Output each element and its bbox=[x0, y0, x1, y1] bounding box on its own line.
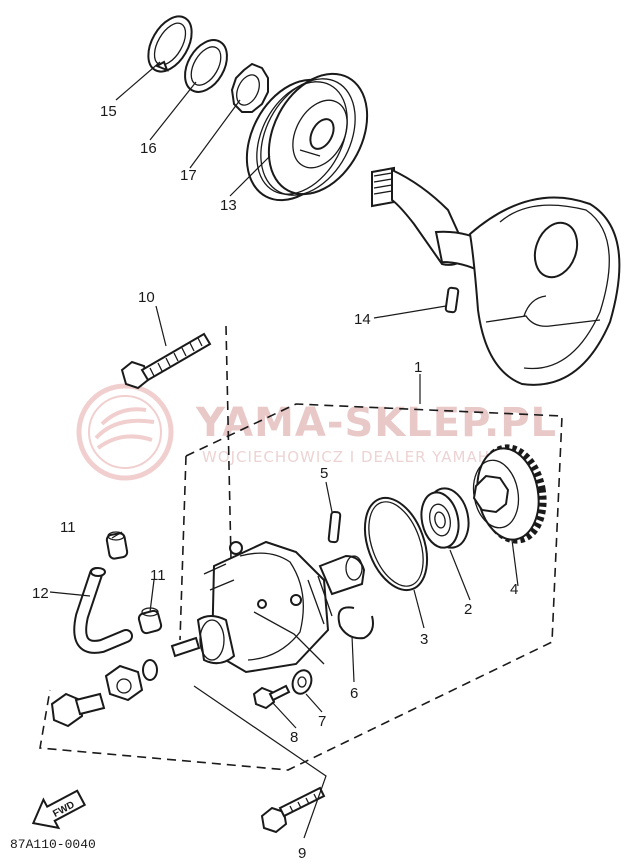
callout-1: 1 bbox=[414, 359, 422, 376]
part-13-pulley bbox=[245, 72, 369, 202]
part-14-pin bbox=[444, 286, 460, 314]
watermark-subtitle: WOJCIECHOWICZ I DEALER YAMAHA bbox=[202, 448, 501, 466]
callout-4: 4 bbox=[510, 581, 518, 598]
callout-3: 3 bbox=[420, 631, 428, 648]
callout-8: 8 bbox=[290, 729, 298, 746]
watermark-logo-icon bbox=[76, 383, 174, 481]
part-12-hose bbox=[73, 567, 133, 654]
leader-lines bbox=[49, 61, 519, 839]
part-9-bolt bbox=[260, 786, 326, 834]
callout-12: 12 bbox=[32, 585, 49, 602]
callout-11-lower: 11 bbox=[150, 567, 166, 584]
callout-labels: 15 16 17 13 14 10 1 5 11 11 12 3 2 4 6 7… bbox=[32, 103, 518, 862]
callout-9: 9 bbox=[298, 845, 306, 862]
callout-6: 6 bbox=[350, 685, 358, 702]
part-15-circlip bbox=[147, 15, 193, 73]
part-8-bolt bbox=[252, 684, 291, 710]
diagram-code: 87A110-0040 bbox=[10, 837, 96, 852]
callout-14: 14 bbox=[354, 311, 371, 328]
part-7-washer bbox=[291, 669, 313, 695]
callout-7: 7 bbox=[318, 713, 326, 730]
callout-5: 5 bbox=[320, 465, 328, 482]
part-10-bolt bbox=[120, 332, 212, 390]
callout-10: 10 bbox=[138, 289, 155, 306]
part-6-clip bbox=[337, 606, 374, 640]
forward-arrow-icon: FWD bbox=[31, 789, 87, 830]
callout-15: 15 bbox=[100, 103, 117, 120]
drive-shaft-with-weight bbox=[371, 166, 621, 386]
part-17-ring bbox=[184, 39, 228, 93]
part-3-o-ring bbox=[363, 496, 429, 592]
part-16-lock-washer bbox=[230, 62, 269, 113]
callout-16: 17 bbox=[180, 167, 197, 184]
part-5-pin bbox=[327, 510, 342, 544]
oil-pump-body bbox=[170, 540, 366, 674]
callout-17: 16 bbox=[140, 140, 157, 157]
part-11-clamp-upper bbox=[105, 531, 129, 560]
part-4-gear bbox=[472, 444, 547, 544]
callout-13: 13 bbox=[220, 197, 237, 214]
callout-2: 2 bbox=[464, 601, 472, 618]
part-2-bearing bbox=[420, 487, 470, 549]
callout-11-upper: 11 bbox=[60, 519, 76, 536]
lower-left-bolt-nut-washer bbox=[50, 659, 158, 728]
